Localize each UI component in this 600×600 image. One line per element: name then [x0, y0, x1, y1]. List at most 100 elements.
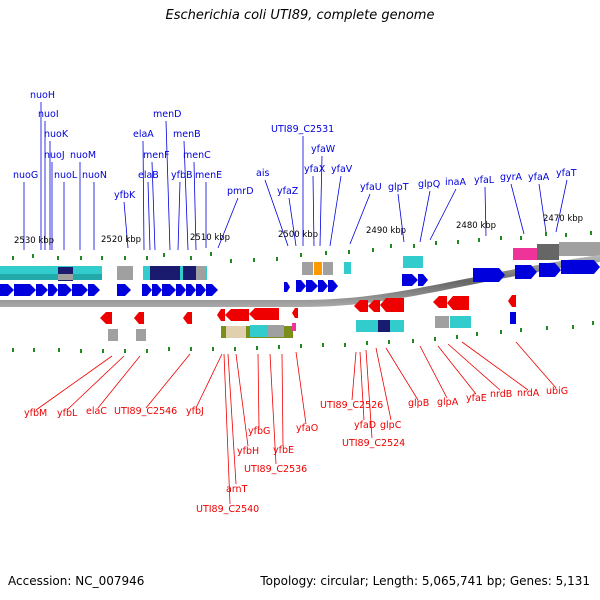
reverse-gene-label: yfbH — [237, 446, 259, 457]
callout-line — [484, 186, 487, 237]
feature-bar — [510, 312, 516, 324]
feature-bar — [58, 274, 73, 280]
feature-bar — [513, 248, 537, 260]
callout-line — [142, 140, 145, 251]
reverse-gene-label: UTI89_C2524 — [342, 438, 405, 449]
feature-bar — [150, 266, 180, 280]
callout-line — [349, 193, 371, 245]
callout-line — [419, 345, 448, 399]
forward-gene-label: yfbB — [171, 170, 193, 181]
forward-gene-label: yfaX — [304, 164, 326, 175]
tick-mark — [32, 254, 34, 258]
reverse-gene-label: ubiG — [546, 386, 568, 397]
tick-mark — [434, 337, 436, 341]
callout-line — [217, 197, 239, 249]
tick-mark — [80, 349, 82, 353]
callout-line — [281, 353, 284, 447]
reverse-gene-arrow — [380, 298, 404, 312]
forward-gene-label: menC — [183, 150, 211, 161]
callout-line — [397, 193, 405, 243]
forward-gene-label: ais — [256, 168, 269, 179]
forward-gene-arrow — [473, 268, 505, 282]
forward-gene-label: nuoL — [54, 170, 78, 181]
tick-mark — [300, 253, 302, 257]
callout-line — [288, 197, 297, 247]
tick-mark — [565, 233, 567, 237]
tick-mark — [58, 348, 60, 352]
tick-mark — [546, 326, 548, 330]
tick-mark — [388, 340, 390, 344]
forward-gene-arrow — [196, 284, 206, 296]
forward-gene-arrow — [206, 284, 218, 296]
scale-label: 2510 kbp — [190, 233, 230, 243]
tick-mark — [57, 256, 59, 260]
forward-gene-arrow — [561, 260, 600, 274]
callout-line — [538, 183, 547, 233]
forward-gene-label: yfbK — [114, 190, 136, 201]
tick-mark — [456, 335, 458, 339]
callout-line — [123, 201, 129, 249]
forward-gene-label: yfaZ — [277, 186, 299, 197]
tick-mark — [102, 349, 104, 353]
callout-line — [385, 347, 419, 401]
reverse-gene-label: glpA — [437, 397, 459, 408]
forward-gene-label: yfaU — [360, 182, 382, 193]
tick-mark — [348, 250, 350, 254]
callout-line — [193, 161, 197, 251]
tick-mark — [457, 240, 459, 244]
tick-mark — [412, 339, 414, 343]
callout-line — [235, 353, 249, 447]
tick-mark — [124, 256, 126, 260]
callout-line — [329, 175, 342, 247]
forward-gene-label: nuoJ — [44, 150, 65, 161]
feature-bar — [268, 325, 284, 337]
forward-gene-label: UTI89_C2531 — [271, 124, 334, 135]
tick-mark — [190, 256, 192, 260]
forward-gene-arrow — [318, 280, 328, 292]
callout-line — [97, 355, 141, 409]
callout-line — [429, 188, 457, 241]
forward-gene-arrow — [152, 284, 162, 296]
forward-gene-label: nuoM — [70, 150, 96, 161]
forward-gene-label: yfaW — [311, 144, 336, 155]
callout-line — [351, 351, 357, 401]
forward-gene-label: nuoH — [30, 90, 55, 101]
forward-gene-label: menD — [153, 109, 181, 120]
reverse-gene-label: UTI89_C2540 — [196, 504, 259, 515]
tick-mark — [256, 346, 258, 350]
forward-gene-arrow — [36, 284, 48, 296]
reverse-gene-arrow — [100, 312, 112, 324]
callout-line — [269, 353, 277, 465]
feature-bar — [378, 320, 390, 332]
tick-mark — [572, 325, 574, 329]
forward-gene-arrow — [48, 284, 58, 296]
reverse-gene-label: UTI89_C2546 — [114, 406, 177, 417]
tick-mark — [590, 231, 592, 235]
feature-bar — [559, 242, 600, 256]
forward-gene-arrow — [88, 284, 100, 296]
forward-gene-arrow — [72, 284, 88, 296]
forward-gene-label: nuoI — [38, 109, 59, 120]
forward-gene-arrow — [162, 284, 176, 296]
callout-line — [510, 183, 525, 235]
feature-bar — [537, 244, 559, 260]
genome-summary: Topology: circular; Length: 5,065,741 bp… — [260, 574, 590, 588]
tick-mark — [168, 347, 170, 351]
forward-gene-arrow — [14, 284, 36, 296]
forward-gene-arrow — [0, 284, 14, 296]
reverse-gene-arrow — [217, 309, 225, 321]
tick-mark — [322, 343, 324, 347]
scale-label: 2530 kbp — [14, 236, 54, 246]
callout-line — [257, 353, 260, 429]
callout-line — [145, 353, 191, 409]
callout-line — [319, 155, 323, 247]
tick-mark — [300, 344, 302, 348]
forward-gene-label: elaA — [133, 129, 154, 140]
forward-gene-arrow — [306, 280, 318, 292]
feature-bar — [323, 262, 333, 275]
callout-line — [227, 353, 237, 485]
forward-gene-arrow — [176, 284, 186, 296]
callout-line — [359, 351, 365, 421]
feature-bar — [108, 329, 118, 341]
